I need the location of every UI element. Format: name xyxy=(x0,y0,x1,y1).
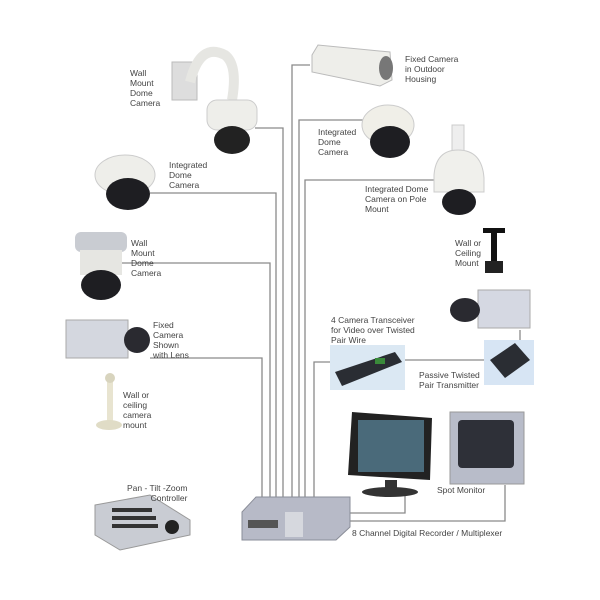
passive-transmitter-device xyxy=(484,340,534,385)
label-wall-mount-dome-left: Wall Mount Dome Camera xyxy=(131,238,162,278)
label-passive-transmitter: Passive Twisted Pair Transmitter xyxy=(419,370,480,390)
wall-mount-dome-camera-left xyxy=(75,232,127,300)
wire-spot-monitor xyxy=(350,485,506,522)
label-wall-ceiling-mount-right: Wall or Ceiling Mount xyxy=(455,238,482,268)
wire-pole-dome xyxy=(304,179,435,498)
label-fixed-outdoor: Fixed Camera in Outdoor Housing xyxy=(405,54,459,84)
wire-transceiver xyxy=(313,361,332,498)
integrated-dome-camera-pole xyxy=(433,124,485,215)
integrated-dome-camera-left xyxy=(94,154,156,210)
lcd-monitor xyxy=(348,412,432,497)
label-ptz-controller: Pan - Tilt -Zoom Controller xyxy=(127,483,188,503)
fixed-camera-outdoor-housing xyxy=(311,44,393,87)
label-wall-ceiling-mount-left: Wall or ceiling camera mount xyxy=(123,390,152,430)
wire-fixed-lens xyxy=(150,357,263,498)
label-recorder: 8 Channel Digital Recorder / Multiplexer xyxy=(352,528,503,538)
wire-monitor xyxy=(350,492,406,514)
label-spot-monitor: Spot Monitor xyxy=(437,485,486,495)
wire-wall-dome-top xyxy=(255,127,284,498)
box-camera-right xyxy=(450,289,531,329)
integrated-dome-camera-right xyxy=(361,104,415,158)
label-integrated-dome-left: Integrated Dome Camera xyxy=(169,160,208,190)
label-wall-mount-dome-top: Wall Mount Dome Camera xyxy=(130,68,161,108)
spot-monitor-device xyxy=(449,411,525,485)
wire-outdoor xyxy=(291,64,310,498)
wire-integrated-dome-left xyxy=(150,192,277,498)
wall-ceiling-camera-mount xyxy=(96,373,122,430)
wire-integrated-dome-right xyxy=(298,119,370,498)
ptz-controller-device xyxy=(94,494,191,551)
fixed-camera-with-lens xyxy=(65,319,150,359)
digital-recorder-device xyxy=(241,496,351,541)
wall-mount-dome-camera-top xyxy=(171,46,258,154)
transceiver-device xyxy=(330,345,405,390)
label-transceiver: 4 Camera Transceiver for Video over Twis… xyxy=(331,315,415,345)
label-fixed-camera-lens: Fixed Camera Shown with Lens xyxy=(153,320,189,360)
label-integrated-dome-right: Integrated Dome Camera xyxy=(318,127,357,157)
wall-ceiling-mount-right xyxy=(483,228,505,273)
label-integrated-dome-pole: Integrated Dome Camera on Pole Mount xyxy=(365,184,429,214)
wire-wall-dome-left xyxy=(122,262,271,498)
